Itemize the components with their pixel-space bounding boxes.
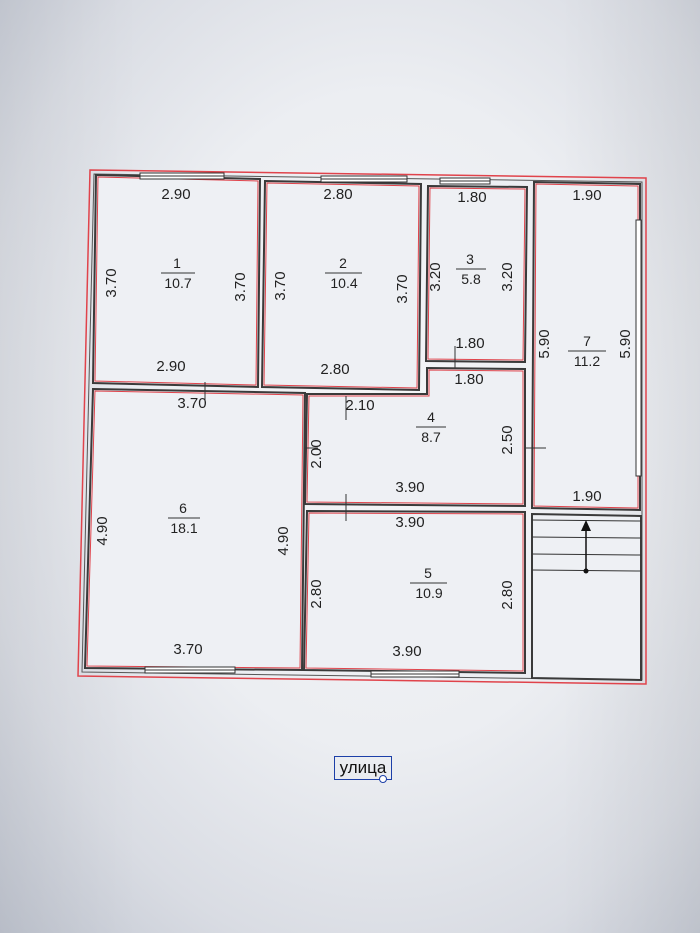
room-1: 2.90 1 10.7 3.70 3.70 2.90 [91,172,262,389]
room-7: 1.90 7 11.2 5.90 5.90 1.90 [518,180,642,512]
room-3-bottom-dim: 1.80 [455,335,484,352]
room-6-right-dim: 4.90 [275,526,292,555]
room-7-bottom-dim: 1.90 [572,488,601,505]
room-5-top-dim: 3.90 [395,514,424,531]
room-7-top-dim: 1.90 [572,187,601,204]
room-7-area: 11.2 [574,353,600,369]
room-7-number: 7 [583,333,591,349]
plan-outline [77,169,647,685]
room-4-top2-dim: 2.10 [345,397,374,414]
room-5: 3.90 5 10.9 2.80 2.80 3.90 [302,494,526,678]
room-4-right-dim: 2.50 [499,425,516,454]
room-2-number: 2 [339,255,347,271]
room-4-top-dim: 1.80 [454,371,483,388]
room-4-left-dim: 2.00 [308,439,325,468]
room-1-right-dim: 3.70 [232,272,249,301]
room-2-right-dim: 3.70 [394,274,411,303]
room-3: 1.80 3 5.8 3.20 3.20 1.80 [424,177,529,372]
room-3-left-dim: 3.20 [427,262,444,291]
room-3-area: 5.8 [461,271,481,287]
room-3-right-dim: 3.20 [499,262,516,291]
room-6: 3.70 6 18.1 4.90 4.90 3.70 [83,382,307,674]
room-2-left-dim: 3.70 [272,271,289,300]
room-6-bottom-dim: 3.70 [173,641,202,658]
room-2: 2.80 2 10.4 3.70 3.70 2.80 [260,175,423,392]
room-1-area: 10.7 [164,275,191,291]
room-7-right-dim: 5.90 [617,329,634,358]
street-label[interactable]: улица [334,756,392,783]
room-1-left-dim: 3.70 [103,268,120,297]
room-4-number: 4 [427,409,435,425]
staircase [531,512,642,682]
street-label-text: улица [339,758,387,777]
room-2-area: 10.4 [330,275,357,291]
room-3-top-dim: 1.80 [457,189,486,206]
room-7-left-dim: 5.90 [536,329,553,358]
room-3-number: 3 [466,251,474,267]
room-1-number: 1 [173,255,181,271]
room-5-bottom-dim: 3.90 [392,643,421,660]
room-2-bottom-dim: 2.80 [320,361,349,378]
room-4: 1.80 2.10 4 8.7 2.00 2.50 3.90 [290,366,526,508]
room-6-left-dim: 4.90 [94,516,111,545]
stair-arrow-head [581,520,591,531]
room-2-top-dim: 2.80 [323,186,352,203]
room-6-number: 6 [179,500,187,516]
room-5-area: 10.9 [415,585,442,601]
resize-handle-icon[interactable] [379,775,387,783]
room-5-left-dim: 2.80 [308,579,325,608]
window-room-7 [635,219,642,477]
room-6-top-dim: 3.70 [177,395,206,412]
room-6-area: 18.1 [170,520,197,536]
room-1-bottom-dim: 2.90 [156,358,185,375]
room-1-top-dim: 2.90 [161,186,190,203]
room-4-bottom-dim: 3.90 [395,479,424,496]
room-5-right-dim: 2.80 [499,580,516,609]
room-4-area: 8.7 [421,429,441,445]
room-5-number: 5 [424,565,432,581]
